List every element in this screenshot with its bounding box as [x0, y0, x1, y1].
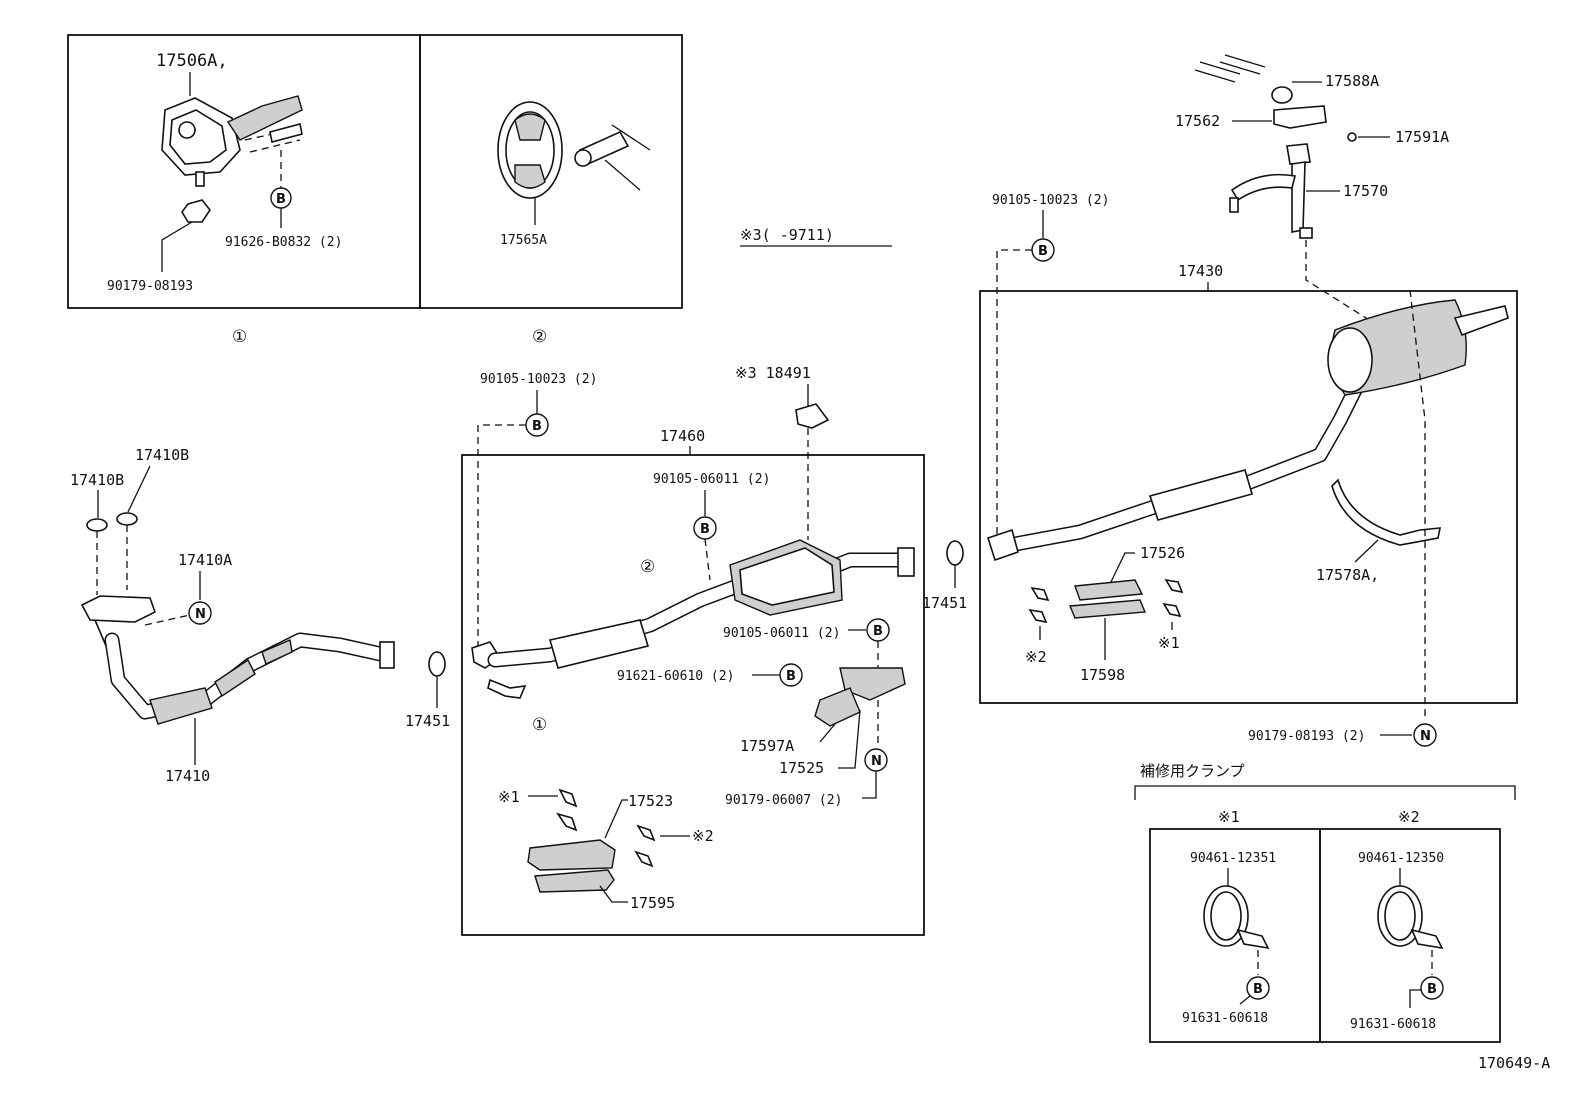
clip-star1-right: [1164, 578, 1184, 594]
svg-text:N: N: [1420, 729, 1431, 744]
part-17591A: [1347, 132, 1357, 142]
box-17430: [979, 290, 1518, 704]
label-91631-60618-b: 91631-60618: [1350, 1017, 1436, 1032]
heat-insulator-17523: [527, 839, 616, 893]
label-91631-60618-a: 91631-60618: [1182, 1011, 1268, 1026]
diagram-id: 170649-A: [1478, 1054, 1550, 1072]
label-17410: 17410: [165, 767, 210, 785]
inset-box-2: [419, 34, 683, 309]
nut-90179-08193: [181, 199, 211, 223]
svg-text:B: B: [873, 624, 883, 639]
label-17570: 17570: [1343, 182, 1388, 200]
label-91626-B0832: 91626-B0832 (2): [225, 235, 342, 250]
cover-18491: [795, 403, 830, 429]
label-18491: ※3 18491: [735, 364, 811, 382]
label-17451-right: 17451: [922, 594, 967, 612]
clamp-90461-12350: [1377, 885, 1444, 950]
label-17565A: 17565A: [500, 233, 547, 248]
part-17588A: [1271, 86, 1293, 104]
clamp-star1: ※1: [1218, 808, 1240, 826]
label-90461-12351: 90461-12351: [1190, 851, 1276, 866]
ref-1-mid-label: ①: [532, 715, 547, 735]
nut-n-symbol-right: [1413, 723, 1437, 747]
label-17430: 17430: [1178, 262, 1223, 280]
svg-text:B: B: [1038, 244, 1048, 259]
hanger-17578A: [1331, 478, 1441, 546]
svg-text:B: B: [700, 522, 710, 537]
gasket-17410B-right: [116, 512, 138, 526]
heat-insulator-17525: [814, 667, 906, 727]
label-90105-10023-right: 90105-10023 (2): [992, 193, 1109, 208]
mount-17506A: [161, 95, 303, 187]
svg-text:N: N: [871, 754, 882, 769]
label-90179-08193: 90179-08193: [107, 279, 193, 294]
svg-text:B: B: [532, 419, 542, 434]
svg-text:N: N: [195, 607, 206, 622]
label-17588A: 17588A: [1325, 72, 1379, 90]
bolt-b-symbol-91621: [779, 663, 803, 687]
label-17410B-b: 17410B: [70, 471, 124, 489]
clamp-box-2: [1319, 828, 1501, 1043]
heat-insulator-17526: [1068, 579, 1147, 619]
clamp-90461-12351: [1203, 885, 1270, 950]
star1-right: ※1: [1158, 634, 1180, 652]
nut-n-symbol-left: [188, 601, 212, 625]
bolt-b-clamp2: [1420, 976, 1444, 1000]
label-90105-10023-mid: 90105-10023 (2): [480, 372, 597, 387]
svg-text:B: B: [1427, 982, 1437, 997]
label-90179-06007: 90179-06007 (2): [725, 793, 842, 808]
label-90461-12350: 90461-12350: [1358, 851, 1444, 866]
box-17460: [461, 454, 925, 936]
hanger-17565A: [497, 101, 651, 199]
label-90105-06011-top: 90105-06011 (2): [653, 472, 770, 487]
label-17595: 17595: [630, 894, 675, 912]
label-17410A: 17410A: [178, 551, 232, 569]
label-17578A: 17578A,: [1316, 566, 1379, 584]
label-17598: 17598: [1080, 666, 1125, 684]
clip-star2-right: [1030, 586, 1050, 602]
note-3: ※3( -9711): [740, 226, 834, 244]
star1-mid: ※1: [498, 788, 520, 806]
hanger-17570: [1229, 143, 1313, 239]
ref-1-label: ①: [232, 327, 247, 347]
front-pipe-17410: [80, 595, 395, 725]
clip-star2-mid: [636, 824, 656, 842]
label-17506A: 17506A,: [156, 51, 228, 71]
bolt-b-clamp1: [1246, 976, 1270, 1000]
inset-box-1: [67, 34, 421, 309]
label-17460: 17460: [660, 427, 705, 445]
clamp-star2: ※2: [1398, 808, 1420, 826]
label-17525: 17525: [779, 759, 824, 777]
label-91621-60610: 91621-60610 (2): [617, 669, 734, 684]
ref-2-label: ②: [532, 327, 547, 347]
ref-2-mid-label: ②: [640, 557, 655, 577]
catalytic-converter-17460: [471, 539, 915, 699]
label-17591A: 17591A: [1395, 128, 1449, 146]
bracket-17562: [1273, 105, 1327, 129]
gasket-17451-right: [946, 540, 964, 566]
label-17526: 17526: [1140, 544, 1185, 562]
muffler-17430: [986, 299, 1509, 562]
label-17523: 17523: [628, 792, 673, 810]
svg-text:B: B: [786, 669, 796, 684]
svg-text:B: B: [1253, 982, 1263, 997]
repair-clamp-title: 補修用クランプ: [1140, 762, 1245, 780]
gasket-17410B-left: [86, 518, 108, 532]
clip-star1-mid: [558, 788, 578, 808]
label-17562: 17562: [1175, 112, 1220, 130]
label-17597A: 17597A: [740, 737, 794, 755]
star2-right: ※2: [1025, 648, 1047, 666]
label-90105-06011-bot: 90105-06011 (2): [723, 626, 840, 641]
label-17451-left: 17451: [405, 712, 450, 730]
label-90179-08193-right: 90179-08193 (2): [1248, 729, 1365, 744]
svg-text:B: B: [276, 192, 286, 207]
star2-mid: ※2: [692, 827, 714, 845]
gasket-17451-left: [428, 651, 446, 677]
label-17410B-a: 17410B: [135, 446, 189, 464]
